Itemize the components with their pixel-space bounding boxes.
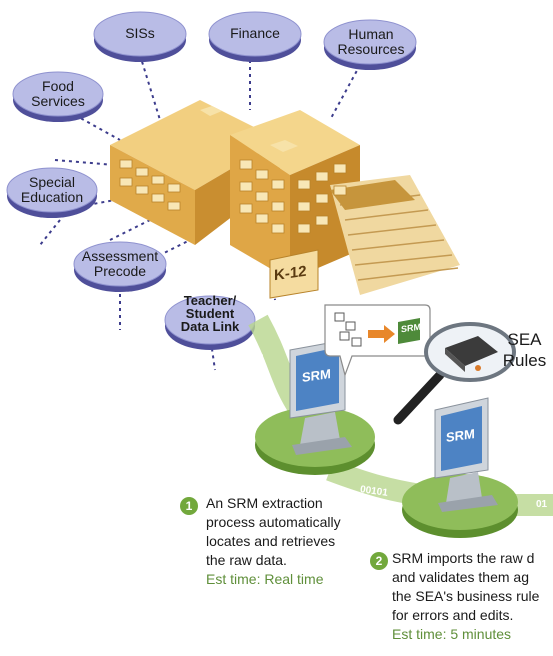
step-1-line: An SRM extraction: [206, 495, 323, 511]
binary-stream-3: 01: [536, 499, 548, 510]
disk-label-tsdl: Teacher/ Student Data Link: [180, 293, 240, 334]
disk-label-assessment: Assessment Precode: [81, 248, 159, 279]
sea-rules-label: SEA Rules: [502, 330, 547, 370]
step-1-est-time: Est time: Real time: [206, 571, 324, 587]
school-building: [110, 100, 460, 299]
step-2-line: SRM imports the raw d: [392, 550, 535, 566]
step-2-line: the SEA's business rule: [392, 588, 540, 604]
step-1-line: locates and retrieves: [206, 533, 336, 549]
disk-label-finance: Finance: [230, 25, 280, 41]
srm-monitor-2: [434, 397, 498, 512]
step-1-line: process automatically: [206, 514, 341, 530]
disk-label-sis: SISs: [125, 25, 155, 41]
step-1-number: 1: [180, 497, 198, 515]
step-2-line: for errors and edits.: [392, 607, 514, 623]
step-1-text: An SRM extraction process automatically …: [206, 494, 341, 589]
source-disks: [6, 11, 417, 350]
step-2-number: 2: [370, 552, 388, 570]
step-1-line: the raw data.: [206, 552, 287, 568]
disk-label-food: Food Services: [31, 78, 85, 109]
step-2-est-time: Est time: 5 minutes: [392, 626, 512, 642]
disk-label-sped: Special Education: [20, 174, 84, 205]
srm-monitor-1: [289, 339, 352, 455]
extraction-bubble: [324, 304, 431, 377]
disk-label-hr: Human Resources: [337, 26, 405, 57]
magnifier-icon: [393, 322, 516, 425]
step-2-line: and validates them ag: [392, 569, 529, 585]
step-2-text: SRM imports the raw d and validates them…: [392, 549, 553, 644]
